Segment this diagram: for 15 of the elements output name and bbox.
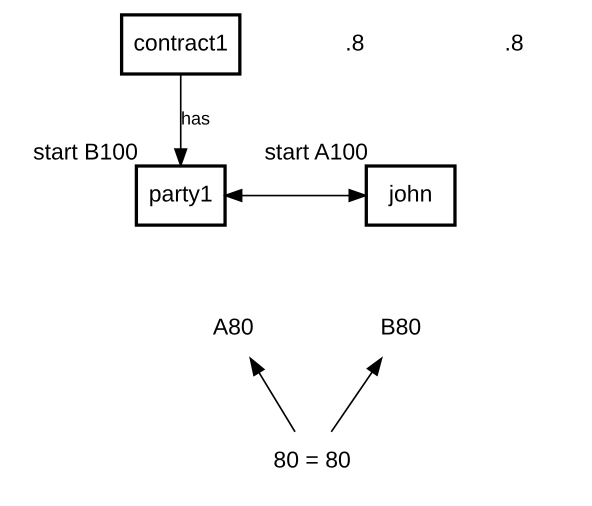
node-label: start A100 <box>264 138 368 165</box>
node-label: start B100 <box>32 138 138 165</box>
node-box: contract1 <box>119 13 241 76</box>
node-text: B80 <box>380 314 421 340</box>
arrow <box>222 188 368 202</box>
node-text: A80 <box>212 314 254 340</box>
arrow <box>248 356 296 432</box>
node-box: john <box>364 164 456 227</box>
node-box: party1 <box>134 164 226 227</box>
arrow <box>330 356 382 432</box>
label: .8 <box>504 30 524 56</box>
edge-label: has <box>180 108 210 129</box>
label: .8 <box>344 30 364 56</box>
arrow <box>173 74 188 168</box>
node-text: 80 = 80 <box>272 446 350 473</box>
